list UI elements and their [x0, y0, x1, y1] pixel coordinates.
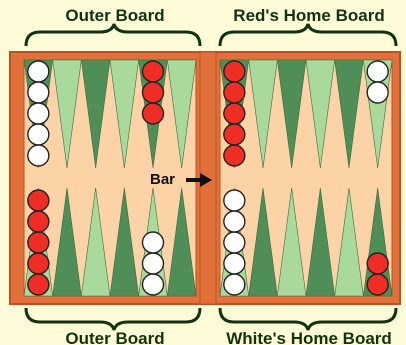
- checker-red: [28, 190, 49, 211]
- checker-white: [28, 124, 49, 145]
- label-bottom-left-outer-board: Outer Board: [20, 329, 210, 345]
- board-half-right: [220, 60, 392, 296]
- checker-white: [224, 253, 245, 274]
- checker-white: [28, 103, 49, 124]
- checker-red: [224, 124, 245, 145]
- checker-white: [224, 274, 245, 295]
- bar-label: Bar: [150, 171, 175, 188]
- checker-red: [224, 145, 245, 166]
- checker-white: [224, 211, 245, 232]
- checker-white: [28, 82, 49, 103]
- right-arrow-icon: [186, 173, 212, 187]
- checker-white: [224, 190, 245, 211]
- checker-white: [28, 61, 49, 82]
- checker-red: [224, 61, 245, 82]
- checker-white: [367, 61, 388, 82]
- checker-white: [224, 232, 245, 253]
- checker-white: [143, 232, 164, 253]
- checker-red: [367, 274, 388, 295]
- checker-red: [28, 232, 49, 253]
- checker-white: [143, 253, 164, 274]
- checker-white: [367, 82, 388, 103]
- checker-red: [28, 211, 49, 232]
- checker-red: [28, 274, 49, 295]
- checker-red: [224, 103, 245, 124]
- label-whites-home-board: White's Home Board: [214, 329, 404, 345]
- checker-red: [367, 253, 388, 274]
- checker-red: [143, 82, 164, 103]
- checker-white: [143, 274, 164, 295]
- checker-red: [143, 61, 164, 82]
- checker-red: [28, 253, 49, 274]
- checker-red: [224, 82, 245, 103]
- checker-white: [28, 145, 49, 166]
- checker-red: [143, 103, 164, 124]
